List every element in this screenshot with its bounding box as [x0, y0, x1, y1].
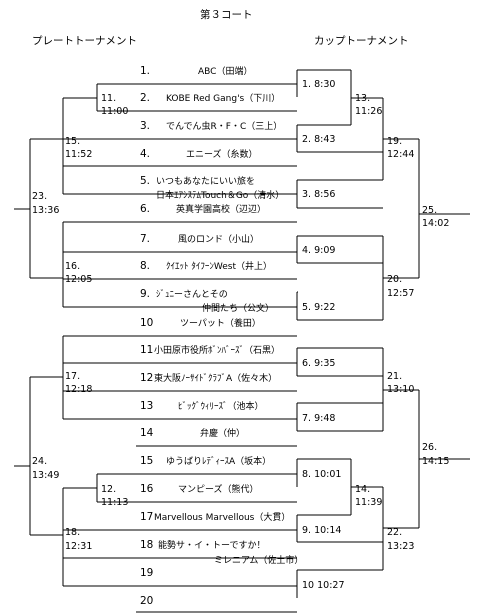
plate-match-time: 11:00 [101, 106, 129, 117]
cup-match-time: 12:57 [387, 288, 415, 299]
cup-match-label: 22. [387, 527, 403, 538]
team-number: 11 [140, 344, 154, 356]
team-number: 16 [140, 483, 154, 495]
team-number: 2. [140, 92, 151, 104]
team-name: でんでん虫R・F・C（三上） [166, 122, 283, 132]
team-name: エニーズ（糸数） [186, 150, 258, 160]
cup-match-time: 13:23 [387, 541, 415, 552]
team-name: 能勢サ・イ・トーですか！ [158, 541, 266, 551]
team-number: 4. [140, 148, 151, 160]
cup-match-time: 11:39 [355, 497, 383, 508]
plate-match-time: 12:05 [65, 274, 93, 285]
plate-match-label: 16. [65, 261, 81, 272]
plate-match-time: 12:18 [65, 384, 93, 395]
plate-match-label: 15. [65, 136, 81, 147]
team-name: ツーパット（養田） [180, 319, 261, 329]
team-number: 6. [140, 203, 151, 215]
plate-match-time: 11:52 [65, 149, 93, 160]
cup-match-label: 25. [422, 205, 438, 216]
team-number: 17 [140, 511, 154, 523]
cup-tournament-heading: カップトーナメント [314, 35, 409, 47]
team-name: 英真学園高校（辺辺） [176, 205, 267, 215]
plate-match-time: 12:31 [65, 541, 93, 552]
cup-match-time: 14:02 [422, 218, 450, 229]
team-number: 19 [140, 567, 154, 579]
cup-match-label: 20. [387, 274, 403, 285]
team-number: 7. [140, 233, 151, 245]
plate-match-time: 11:13 [101, 497, 129, 508]
cup-match-label: 13. [355, 93, 371, 104]
cup-match-label: 8. 10:01 [302, 469, 342, 480]
team-name: 日本ｴｱｼｽﾃﾑTouch＆Go（清水） [156, 191, 285, 201]
team-number: 13 [140, 400, 154, 412]
team-number: 10 [140, 317, 154, 329]
team-number: 9. [140, 288, 151, 300]
team-name: KOBE Red Gang's（下川） [166, 94, 281, 104]
team-number: 15 [140, 455, 154, 467]
cup-match-label: 21. [387, 371, 403, 382]
team-name: 東大阪ﾉｰｻｲﾄﾞｸﾗﾌﾞA（佐々木） [154, 374, 278, 384]
team-number: 1. [140, 65, 151, 77]
cup-match-label: 19. [387, 136, 403, 147]
team-name: 弁慶（仲） [200, 429, 246, 439]
plate-match-label: 24. [32, 456, 48, 467]
cup-match-label: 2. 8:43 [302, 134, 336, 145]
cup-match-label: 10 10:27 [302, 580, 345, 591]
team-name: ゆうばりﾚﾃﾞｨｰｽA（坂本） [166, 457, 272, 467]
cup-match-label: 26. [422, 442, 438, 453]
cup-match-label: 9. 10:14 [302, 525, 342, 536]
team-name: ミレニアム（佐土市） [214, 556, 304, 566]
team-name: Marvellous Marvellous（大貫） [154, 513, 291, 523]
cup-match-label: 14. [355, 484, 371, 495]
team-number: 8. [140, 260, 151, 272]
plate-match-label: 12. [101, 484, 117, 495]
plate-match-time: 13:49 [32, 470, 60, 481]
plate-match-label: 11. [101, 93, 117, 104]
team-number: 20 [140, 595, 154, 607]
team-number: 12 [140, 372, 154, 384]
plate-match-label: 23. [32, 191, 48, 202]
team-name: ABC（田端） [198, 67, 253, 77]
cup-match-label: 6. 9:35 [302, 358, 336, 369]
team-name: マンピーズ（熊代） [178, 485, 259, 495]
team-number: 18 [140, 539, 154, 551]
team-name: 仲間たち（公文） [202, 304, 275, 314]
cup-match-time: 14:15 [422, 456, 450, 467]
plate-match-label: 17. [65, 371, 81, 382]
team-name: 小田原市役所ﾎﾞﾝﾊﾞｰｽﾞ（石黒） [154, 346, 281, 356]
cup-match-time: 12:44 [387, 149, 415, 160]
team-number: 14 [140, 427, 154, 439]
cup-match-label: 4. 9:09 [302, 245, 336, 256]
plate-match-label: 18. [65, 527, 81, 538]
cup-match-time: 11:26 [355, 106, 383, 117]
cup-match-time: 13:10 [387, 384, 415, 395]
team-name: ｼﾞｭﾆーさんとその [156, 290, 228, 300]
team-number: 5. [140, 175, 151, 187]
team-name: いつもあなたにいい旅を [156, 177, 256, 187]
cup-match-label: 5. 9:22 [302, 302, 336, 313]
plate-match-time: 13:36 [32, 205, 60, 216]
team-number: 3. [140, 120, 151, 132]
team-name: ﾋﾞｯｸﾞｳｨﾘｰｽﾞ（池本） [178, 402, 264, 412]
team-name: 風のロンド（小山） [178, 235, 260, 245]
team-name: ｸｲｴｯﾄ ﾀｲﾌｰﾝWest（井上） [166, 262, 272, 272]
plate-tournament-heading: プレートトーナメント [32, 35, 137, 47]
court-title: 第３コート [200, 9, 253, 21]
cup-match-label: 3. 8:56 [302, 189, 336, 200]
cup-match-label: 1. 8:30 [302, 79, 336, 90]
cup-match-label: 7. 9:48 [302, 413, 336, 424]
